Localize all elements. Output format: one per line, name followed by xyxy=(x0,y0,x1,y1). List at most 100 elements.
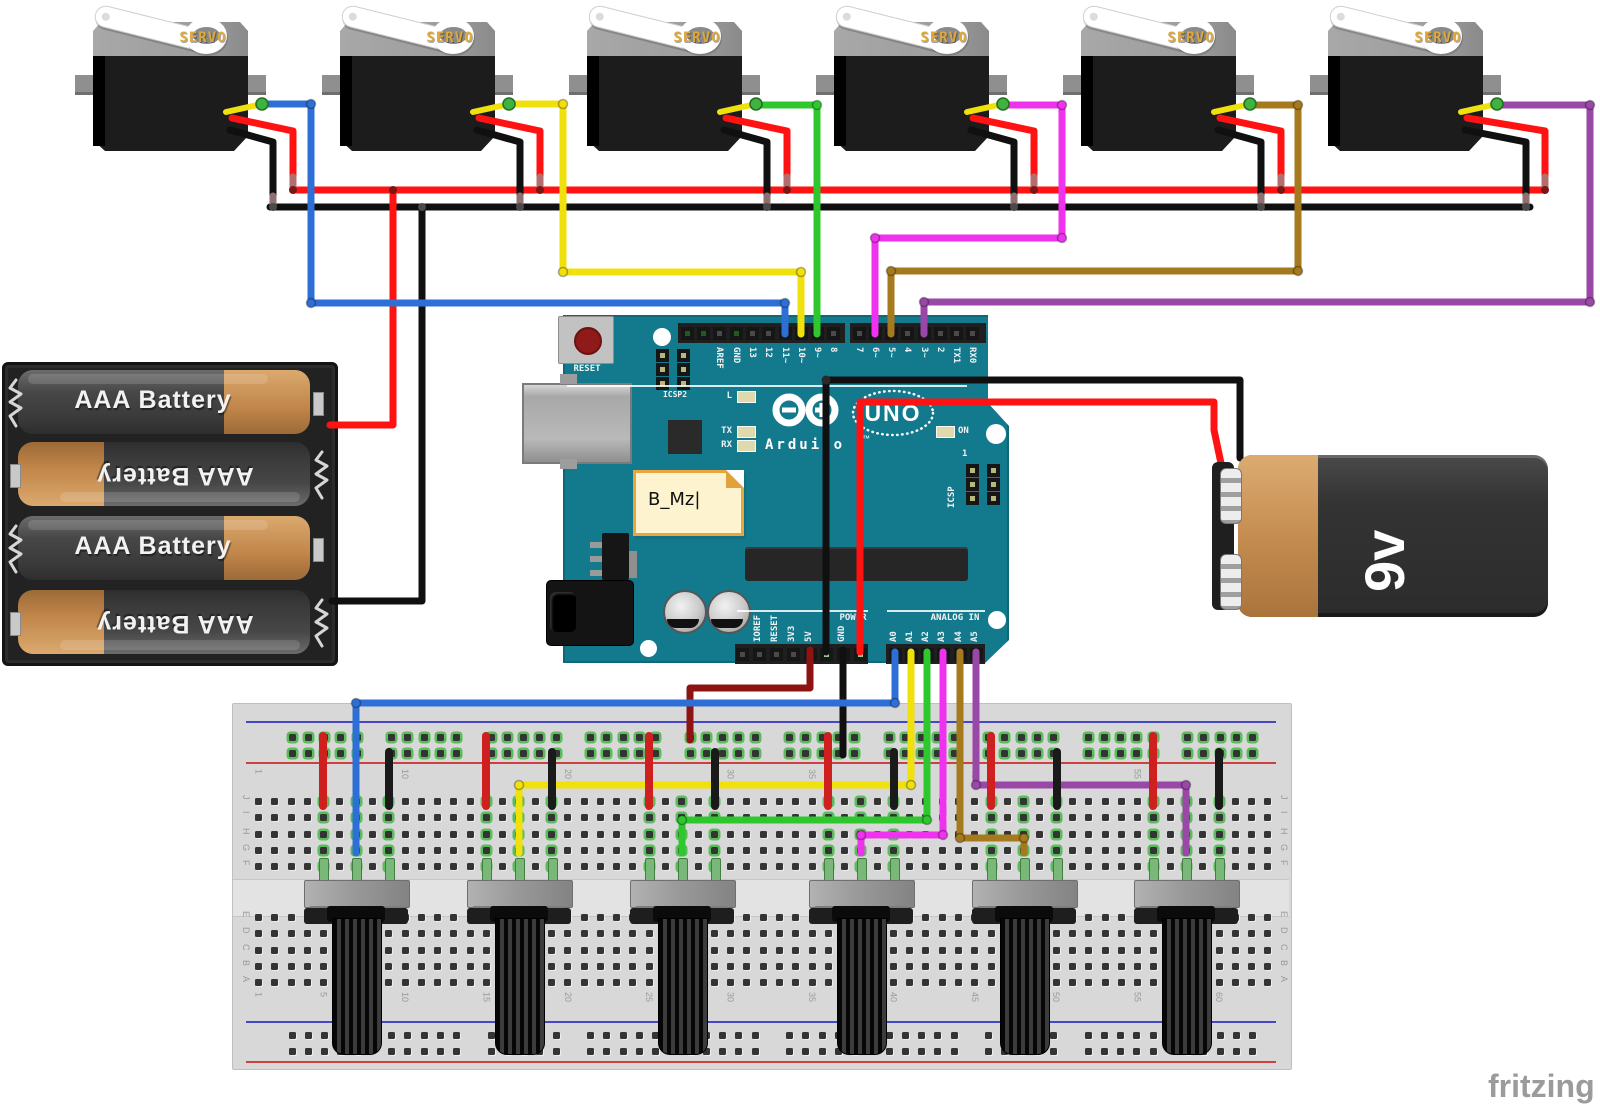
grid-hole xyxy=(759,797,767,805)
pot-tab-left xyxy=(630,908,660,924)
analog-pin[interactable] xyxy=(969,647,983,661)
digital-pin[interactable] xyxy=(965,326,979,340)
grid-hole xyxy=(987,978,995,986)
analog-pin[interactable] xyxy=(953,647,967,661)
grid-hole xyxy=(580,978,588,986)
rail-hole xyxy=(802,1047,810,1055)
servo3-signal-pin9[interactable] xyxy=(752,101,821,338)
grid-hole xyxy=(1150,946,1158,954)
rail-hole xyxy=(985,733,992,741)
power-pin[interactable] xyxy=(819,647,833,661)
analog-pin[interactable] xyxy=(936,647,950,661)
rail-hole xyxy=(288,1031,296,1039)
digital-pin[interactable] xyxy=(696,326,710,340)
grid-hole xyxy=(613,862,621,870)
digital-pin[interactable] xyxy=(868,326,882,340)
battery-pack-red[interactable] xyxy=(326,186,397,429)
rail-hole xyxy=(802,733,810,741)
icsp2-pin xyxy=(677,377,690,390)
power-pin[interactable] xyxy=(769,647,783,661)
wire-bend xyxy=(918,296,930,308)
grid-hole xyxy=(1020,830,1028,838)
digital-pin[interactable] xyxy=(884,326,898,340)
row-letter: E xyxy=(1279,911,1289,918)
battery-pack-black[interactable] xyxy=(328,203,426,605)
rail-hole xyxy=(901,1031,909,1039)
grid-hole xyxy=(466,797,474,805)
note-sticky[interactable]: B_Mz| xyxy=(633,470,744,536)
servo-body-edge xyxy=(1081,56,1093,146)
grid-hole xyxy=(1052,813,1060,821)
rail-hole xyxy=(1100,749,1108,757)
digital-pin[interactable] xyxy=(778,326,792,340)
power-pin[interactable] xyxy=(735,647,749,661)
rail-hole xyxy=(802,749,810,757)
power-jack xyxy=(546,580,634,646)
grid-hole xyxy=(727,830,735,838)
analog-pin[interactable] xyxy=(888,647,902,661)
digital-pin[interactable] xyxy=(761,326,775,340)
grid-hole xyxy=(629,862,637,870)
grid-hole xyxy=(873,797,881,805)
digital-pin[interactable] xyxy=(917,326,931,340)
grid-hole xyxy=(1248,846,1256,854)
column-number: 10 xyxy=(400,769,411,780)
power-pin[interactable] xyxy=(752,647,766,661)
row-letter: F xyxy=(1279,860,1289,866)
servo6-signal-pin3[interactable] xyxy=(920,101,1594,338)
rail-hole xyxy=(1216,749,1224,757)
power-pin[interactable] xyxy=(853,647,867,661)
grid-hole xyxy=(1264,813,1272,821)
digital-pin[interactable] xyxy=(949,326,963,340)
analog-pin[interactable] xyxy=(920,647,934,661)
pack-contact xyxy=(313,538,324,562)
grid-hole xyxy=(938,913,946,921)
wire-bend xyxy=(1292,99,1304,111)
mounting-hole xyxy=(986,424,1006,444)
grid-hole xyxy=(613,962,621,970)
power-pin[interactable] xyxy=(786,647,800,661)
digital-pin[interactable] xyxy=(826,326,840,340)
row-letter: B xyxy=(241,960,251,967)
digital-pin[interactable] xyxy=(900,326,914,340)
rail-hole xyxy=(1149,733,1157,741)
rail-hole xyxy=(851,733,859,741)
grid-hole xyxy=(580,813,588,821)
digital-pin[interactable] xyxy=(712,326,726,340)
rail-hole xyxy=(404,733,412,741)
grid-hole xyxy=(482,846,490,854)
grid-hole xyxy=(889,946,897,954)
digital-pin[interactable] xyxy=(810,326,824,340)
rail-hole xyxy=(304,1047,312,1055)
grid-hole xyxy=(1166,797,1174,805)
grid-hole xyxy=(1036,813,1044,821)
grid-hole xyxy=(434,978,442,986)
power-pin[interactable] xyxy=(803,647,817,661)
grid-hole xyxy=(613,978,621,986)
power-section-label: POWER xyxy=(839,613,867,623)
power-pin[interactable] xyxy=(836,647,850,661)
grid-hole xyxy=(841,797,849,805)
grid-hole xyxy=(1117,862,1125,870)
grid-hole xyxy=(1069,962,1076,970)
analog-pin[interactable] xyxy=(904,647,918,661)
rail-hole xyxy=(1084,1031,1092,1039)
grid-hole xyxy=(564,862,572,870)
grid-hole xyxy=(955,797,963,805)
servo-pivot xyxy=(934,27,961,44)
digital-pin[interactable] xyxy=(745,326,759,340)
rail-hole xyxy=(786,1047,793,1055)
grid-hole xyxy=(955,946,963,954)
digital-pin[interactable] xyxy=(852,326,866,340)
servo-body-edge xyxy=(93,56,105,146)
rail-hole xyxy=(436,1047,444,1055)
digital-pin[interactable] xyxy=(729,326,743,340)
grid-hole xyxy=(662,797,669,805)
grid-hole xyxy=(971,862,979,870)
rail-hole xyxy=(719,749,727,757)
digital-pin[interactable] xyxy=(680,326,694,340)
digital-pin[interactable] xyxy=(794,326,808,340)
digital-pin[interactable] xyxy=(933,326,947,340)
grid-hole xyxy=(401,830,409,838)
grid-hole xyxy=(922,962,930,970)
